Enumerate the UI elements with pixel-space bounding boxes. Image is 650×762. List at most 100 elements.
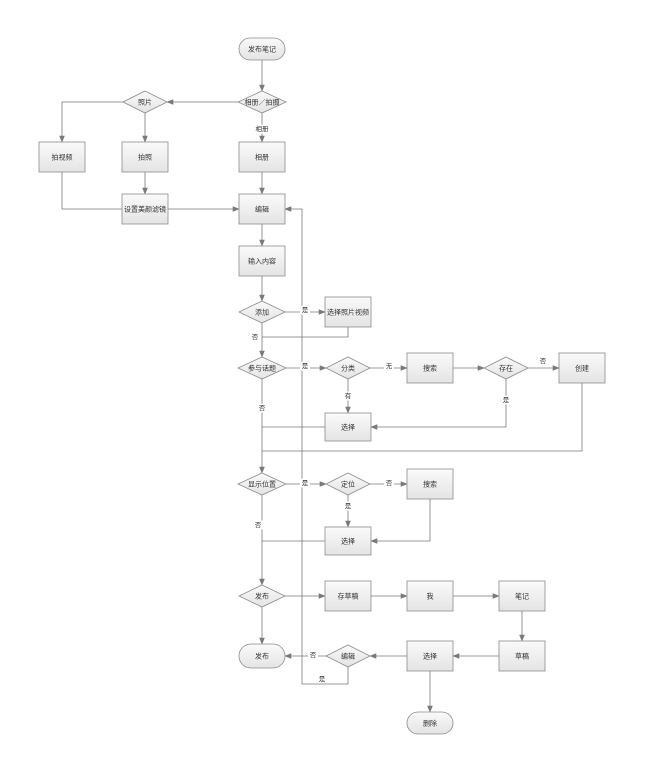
node-category: 分类 (325, 356, 371, 380)
edge-video-filter (61, 172, 122, 210)
decision-shape (483, 356, 529, 380)
edge-label-bg (257, 403, 267, 413)
node-label: 编辑 (341, 652, 355, 661)
node-label: 显示位置 (248, 480, 276, 489)
node-select-media: 选择照片视频 (324, 296, 372, 328)
node-label: 相册／拍摄 (245, 98, 280, 107)
edge-label: 否 (386, 479, 393, 487)
process-shape (238, 141, 286, 173)
process-shape (38, 141, 86, 173)
edge-label: 有 (345, 391, 352, 400)
edge-label-bg (300, 361, 310, 371)
process-shape (324, 526, 372, 556)
edge-media-back (262, 327, 349, 338)
process-shape (238, 193, 286, 225)
edge-label: 否 (255, 521, 262, 529)
node-note: 笔记 (498, 580, 546, 612)
node-take-photo: 拍照 (121, 141, 169, 173)
node-save-draft: 存草稿 (324, 580, 372, 612)
decision-shape (237, 356, 287, 380)
edge-label: 否 (310, 651, 317, 659)
node-album: 相册 (238, 141, 286, 173)
node-label: 拍照 (138, 153, 152, 162)
process-shape (498, 640, 546, 672)
node-label: 搜索 (423, 480, 437, 489)
edge-label-bg (253, 520, 263, 530)
edge-label: 否 (259, 404, 266, 412)
node-label: 存在 (499, 364, 513, 373)
edge-label: 否 (252, 333, 259, 341)
process-shape (406, 468, 454, 500)
edge-label-bg (384, 361, 394, 371)
edge-label-bg (343, 501, 353, 511)
edge-label: 是 (503, 396, 510, 404)
node-label: 定位 (341, 480, 355, 489)
node-label: 选择 (341, 423, 355, 432)
node-publish-end: 发布 (238, 643, 286, 669)
node-photo-decision: 照片 (122, 90, 168, 114)
nodes-layer: 发布 笔记 相册／拍摄 照片拍视频 拍照 相册设置美颜滤镜编辑 输入内容添加 选择照片视频参与… (38, 37, 606, 735)
process-shape (238, 245, 286, 277)
decision-shape (325, 472, 371, 496)
node-search-topic: 搜索 (406, 352, 454, 384)
edge-labels-layer: 相册是否是无有否是否是否是否否是 (250, 124, 548, 684)
decision-shape (238, 584, 286, 608)
edge-label: 是 (302, 306, 309, 314)
edge-edit-yes (284, 206, 349, 685)
process-shape (324, 296, 372, 328)
edge-label: 是 (302, 362, 309, 370)
node-label: 存草稿 (338, 592, 359, 601)
node-edit-decision: 编辑 (325, 644, 371, 668)
edge-label-bg (257, 124, 267, 134)
terminal-shape (238, 643, 286, 669)
node-label: 笔记 (515, 592, 529, 601)
decision-shape (237, 90, 287, 114)
node-exists: 存在 (483, 356, 529, 380)
edge-label-bg (300, 478, 310, 488)
node-label: 添加 (255, 308, 269, 317)
process-shape (498, 580, 546, 612)
process-shape (121, 141, 169, 173)
edges-layer (59, 60, 583, 713)
edge-label-bg (343, 391, 353, 401)
node-label: 输入内容 (248, 257, 276, 266)
edge-label: 无 (386, 362, 393, 370)
node-search-location: 搜索 (406, 468, 454, 500)
node-label: 设置美颜滤镜 (124, 205, 166, 214)
node-select-location: 选择 (324, 526, 372, 556)
node-album-shoot: 相册／拍摄 (237, 90, 287, 114)
edge-label: 相册 (256, 124, 270, 133)
node-input-content: 输入内容 (238, 245, 286, 277)
node-delete: 删除 (406, 711, 454, 735)
node-label: 搜索 (423, 364, 437, 373)
edge-label-bg (300, 305, 310, 315)
node-join-topic: 参与话题 (237, 356, 287, 380)
node-locate: 定位 (325, 472, 371, 496)
process-shape (324, 580, 372, 612)
node-label: 删除 (423, 719, 437, 728)
node-shoot-video: 拍视频 (38, 141, 86, 173)
node-label: 选择 (423, 652, 437, 661)
node-label: 参与话题 (248, 364, 276, 373)
node-label: 选择 (341, 537, 355, 546)
edge-label-bg (538, 356, 548, 366)
edge-label-bg (501, 395, 511, 405)
edge-photo-video (59, 101, 123, 143)
node-label: 照片 (138, 98, 152, 107)
node-label: 发布 (255, 652, 269, 661)
edge-label-bg (250, 332, 260, 342)
node-label: 我 (427, 592, 434, 601)
edge-label: 是 (319, 675, 326, 683)
node-label: 草稿 (515, 652, 529, 661)
node-label: 拍视频 (52, 153, 73, 162)
node-select-draft: 选择 (406, 640, 454, 672)
edge-label: 是 (345, 502, 352, 510)
decision-shape (237, 472, 287, 496)
edge-label: 是 (302, 479, 309, 487)
node-select-topic: 选择 (324, 412, 372, 442)
node-label: 分类 (341, 364, 355, 373)
edge-create-back (262, 383, 583, 452)
decision-shape (122, 90, 168, 114)
